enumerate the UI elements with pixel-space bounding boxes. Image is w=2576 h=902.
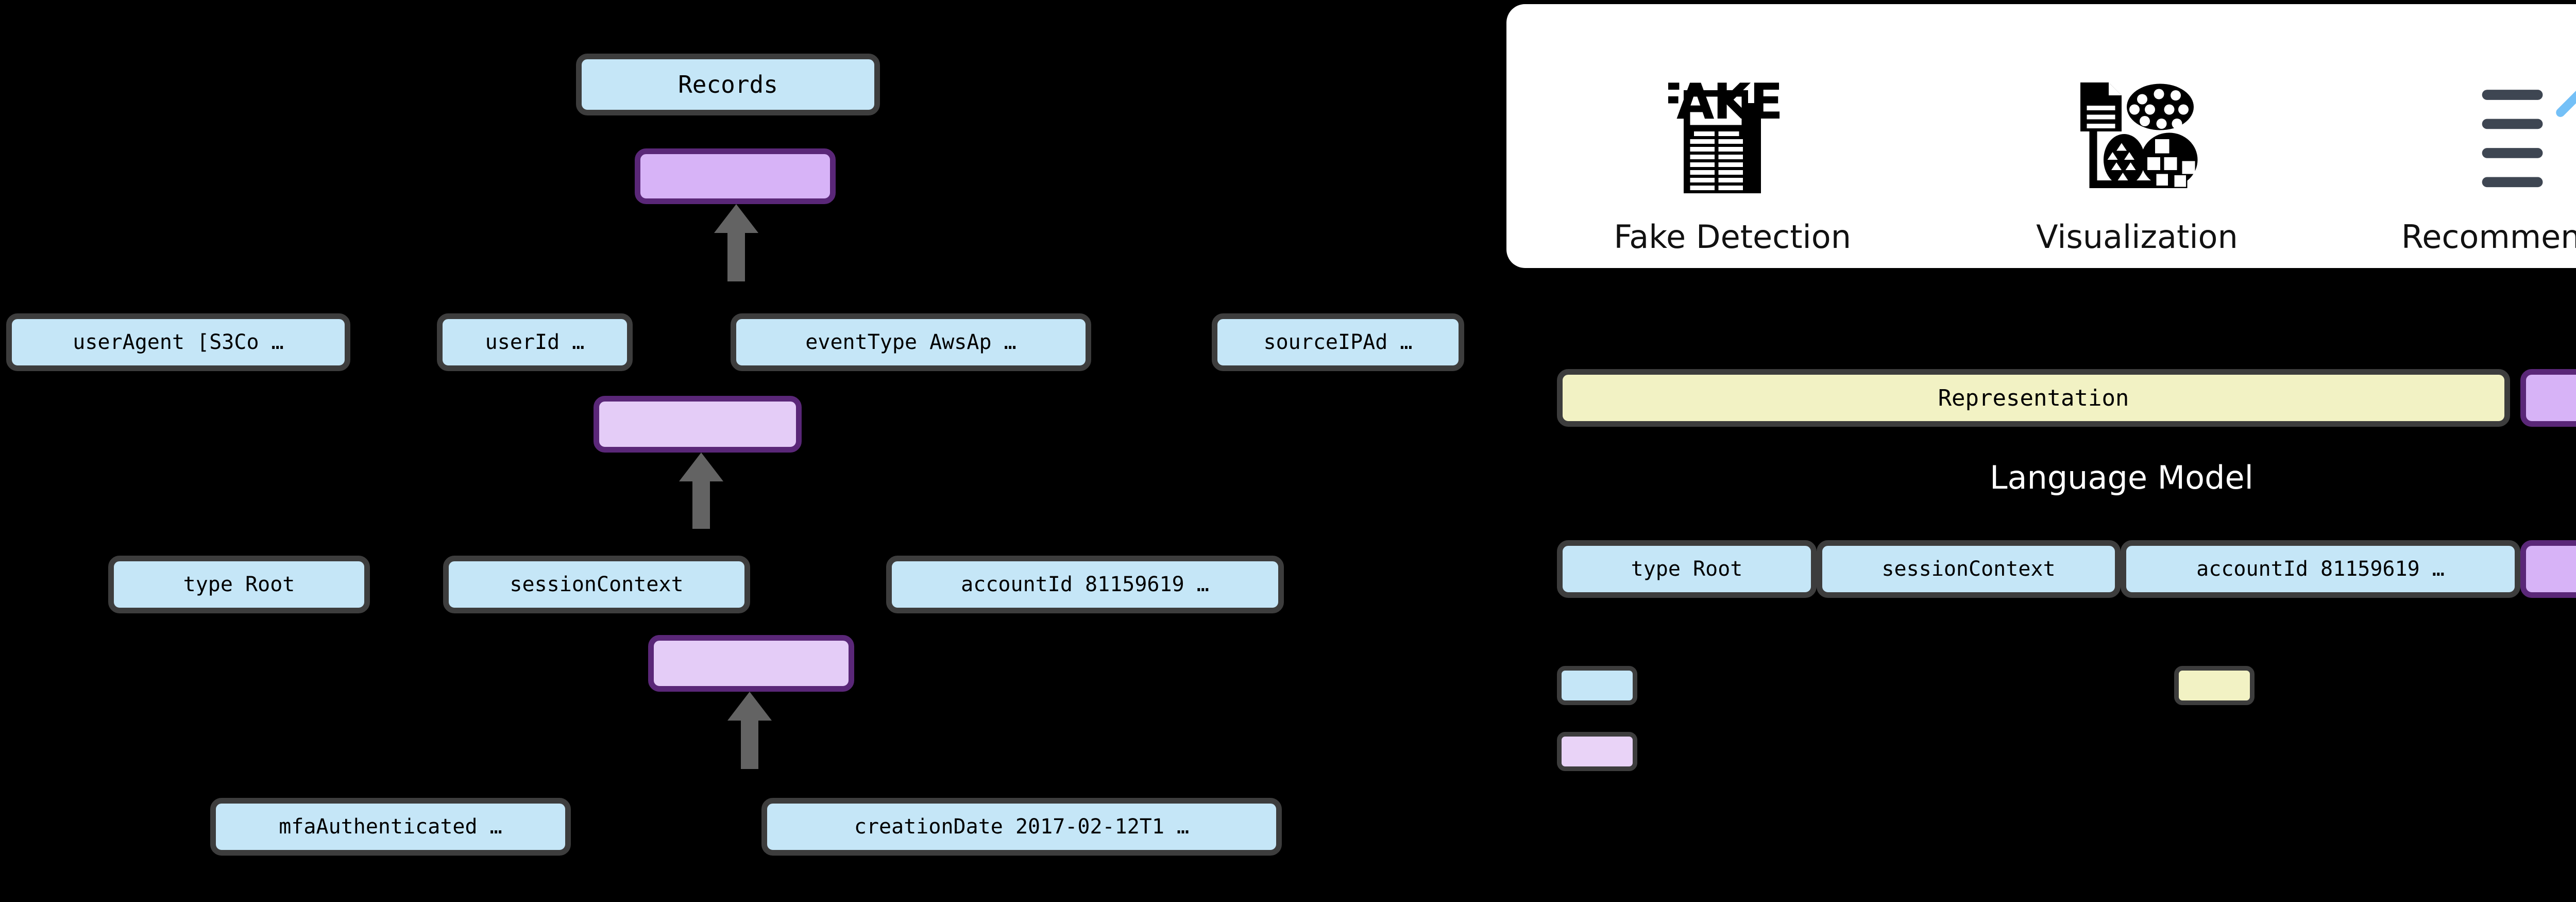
token-label: sessionContext xyxy=(1882,557,2056,581)
tree-node-label: accountId 81159619 … xyxy=(961,573,1209,596)
card-item-visualization[interactable]: Visualization xyxy=(1935,13,2339,255)
token-embedding-block[interactable] xyxy=(2520,540,2576,598)
newspaper-fake-icon: FAKE xyxy=(1668,62,1797,211)
tree-node-label: creationDate 2017-02-12T1 … xyxy=(854,815,1190,839)
tree-node-label: userId … xyxy=(485,330,585,354)
ranked-list-up-arrow-icon xyxy=(2472,62,2576,211)
card-item-fake-detection[interactable]: FAKE Fake Detection xyxy=(1530,13,1935,255)
arrow-up-to-records xyxy=(714,204,758,281)
tree-node-session-context[interactable]: sessionContext xyxy=(443,556,750,613)
token-session-context[interactable]: sessionContext xyxy=(1817,540,2121,598)
card-item-label: Recommendation xyxy=(2401,218,2576,256)
card-item-recommendation[interactable]: Recommendation xyxy=(2340,13,2576,255)
tree-node-mfa-authenticated[interactable]: mfaAuthenticated … xyxy=(210,798,571,856)
legend-swatch-blue xyxy=(1557,666,1637,705)
tree-node-user-id[interactable]: userId … xyxy=(437,313,633,371)
arrow-up-to-embedding-bottom xyxy=(727,692,772,769)
tree-node-label: userAgent [S3Co … xyxy=(73,330,284,354)
arrow-up-to-embedding-middle xyxy=(679,453,723,529)
representation-bar[interactable]: Representation xyxy=(1557,369,2510,427)
applications-card: FAKE Fake Detection xyxy=(1506,4,2576,268)
tree-node-creation-date[interactable]: creationDate 2017-02-12T1 … xyxy=(761,798,1282,856)
svg-text:FAKE: FAKE xyxy=(1668,74,1782,130)
tree-node-account-id[interactable]: accountId 81159619 … xyxy=(886,556,1284,613)
token-label: accountId 81159619 … xyxy=(2196,557,2445,581)
card-item-label: Visualization xyxy=(2036,218,2238,256)
card-item-label: Fake Detection xyxy=(1614,218,1852,256)
embedding-block-top[interactable] xyxy=(635,148,836,204)
tree-node-type-root[interactable]: type Root xyxy=(108,556,370,613)
embedding-block-middle[interactable] xyxy=(594,396,802,453)
representation-bar-label: Representation xyxy=(1938,385,2129,411)
tree-node-label: Records xyxy=(678,71,778,98)
token-type-root[interactable]: type Root xyxy=(1557,540,1817,598)
tree-node-source-ip-address[interactable]: sourceIPAd … xyxy=(1212,313,1464,371)
legend-swatch-purple xyxy=(1557,732,1637,771)
token-account-id[interactable]: accountId 81159619 … xyxy=(2121,540,2520,598)
legend-swatch-yellow xyxy=(2174,666,2255,705)
tree-node-event-type[interactable]: eventType AwsAp … xyxy=(731,313,1091,371)
tree-node-label: sessionContext xyxy=(510,573,684,596)
representation-embedding-block[interactable] xyxy=(2520,369,2576,427)
tree-node-label: type Root xyxy=(183,573,295,596)
embedding-block-bottom[interactable] xyxy=(648,635,854,692)
tree-node-label: eventType AwsAp … xyxy=(805,330,1016,354)
tree-node-label: sourceIPAd … xyxy=(1263,330,1413,354)
tree-node-label: mfaAuthenticated … xyxy=(279,815,502,839)
tree-node-user-agent[interactable]: userAgent [S3Co … xyxy=(6,313,350,371)
token-label: type Root xyxy=(1631,557,1743,581)
tree-node-records[interactable]: Records xyxy=(576,54,880,115)
document-scatter-plot-icon xyxy=(2073,62,2201,211)
language-model-label: Language Model xyxy=(1990,459,2253,496)
